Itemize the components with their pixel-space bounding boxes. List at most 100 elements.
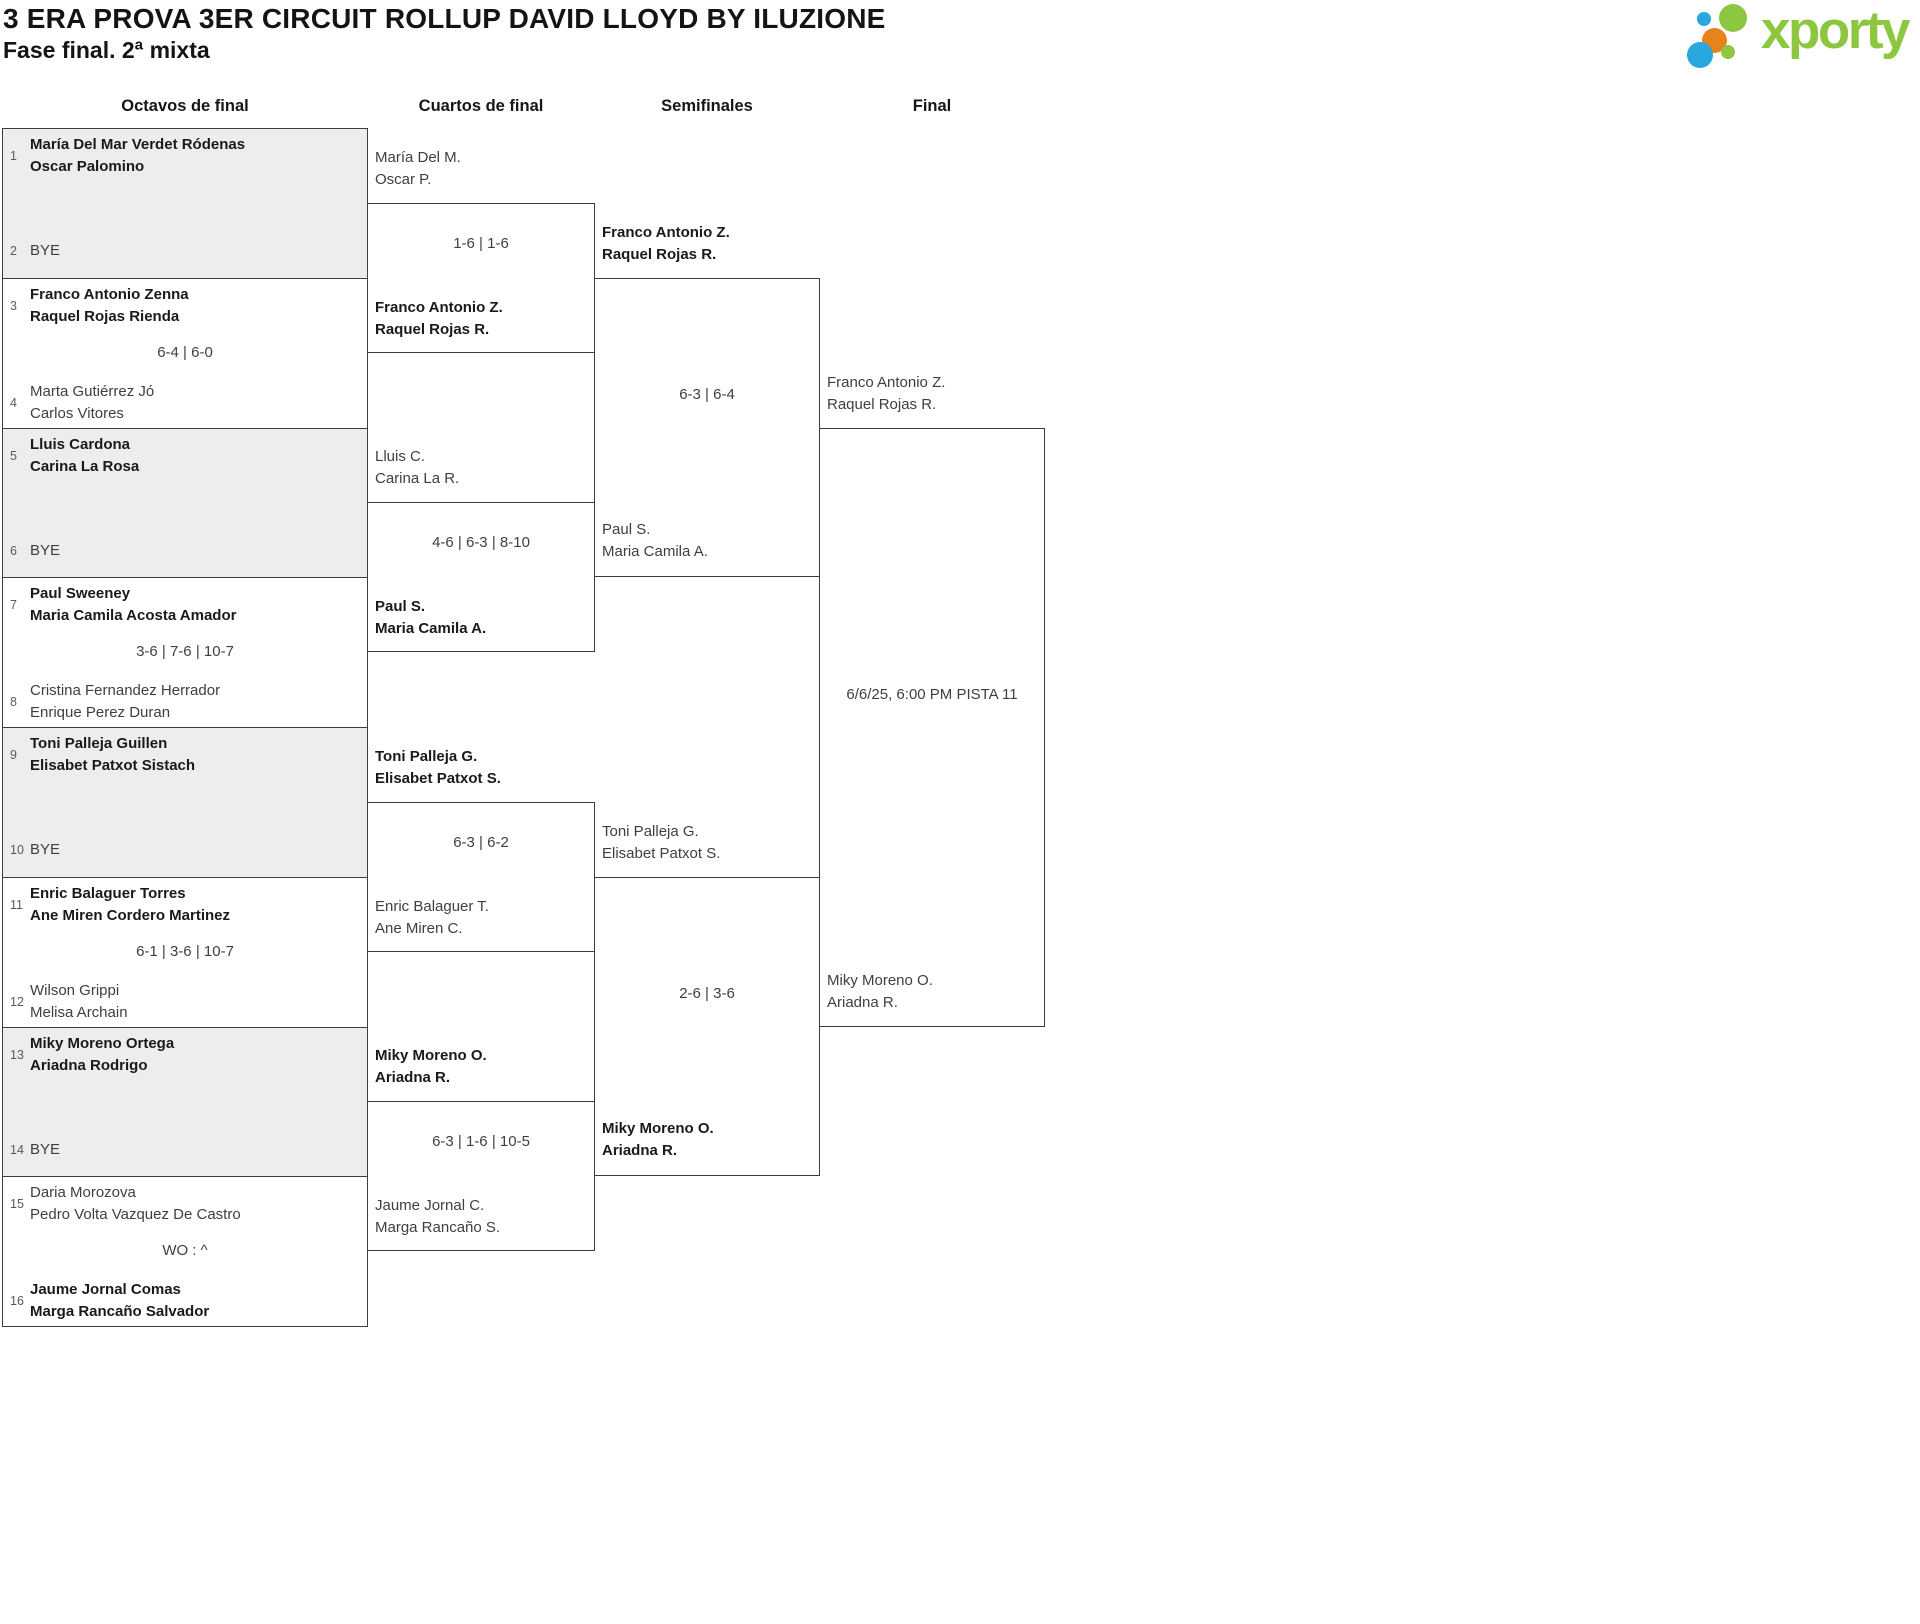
team-names: Franco Antonio Z.Raquel Rojas R. [827, 373, 946, 413]
team-names: María Del M.Oscar P. [375, 148, 461, 188]
bye-label: BYE [30, 1140, 61, 1158]
team-names: Miky Moreno O.Ariadna R. [602, 1119, 714, 1159]
cuartos-match-4: Miky Moreno O.Ariadna R. 6-3 | 1-6 | 10-… [367, 1041, 595, 1251]
octavos-match-box [3, 578, 367, 728]
page-subtitle: Fase final. 2ª mixta [3, 37, 210, 63]
octavos-match-box [3, 877, 367, 1028]
xporty-logo[interactable]: xporty [1687, 1, 1915, 72]
team-names: Paul S.Maria Camila A. [602, 520, 708, 560]
semifinal-match-2: Toni Palleja G.Elisabet Patxot S. 2-6 | … [594, 817, 820, 1185]
match-score: 4-6 | 6-3 | 8-10 [432, 534, 530, 552]
seed-number: 13 [10, 1047, 24, 1062]
team-names: Miky Moreno O.Ariadna R. [375, 1047, 487, 1087]
octavos-column [2, 128, 368, 1327]
seed-number: 3 [10, 298, 17, 313]
cuartos-match-1: María Del M.Oscar P. 1-6 | 1-6 Franco An… [367, 143, 595, 353]
seed-number: 16 [10, 1294, 24, 1309]
logo-dot-blue-small [1697, 12, 1711, 26]
team-entry: 6 BYE [10, 540, 60, 562]
round-header-octavos: Octavos de final [121, 97, 249, 115]
seed-number: 8 [10, 695, 17, 710]
seed-number: 9 [10, 748, 17, 762]
match-score: 6-4 | 6-0 [157, 343, 213, 361]
bye-label: BYE [30, 541, 61, 559]
semifinal-match-box [594, 876, 820, 1177]
seed-number: 1 [10, 149, 17, 163]
team-entry: 2 BYE [10, 240, 60, 262]
team-names: Lluis C.Carina La R. [375, 448, 460, 488]
match-score: 6-3 | 6-4 [679, 385, 735, 403]
logo-dot-green-large [1719, 4, 1747, 32]
cuartos-match-3: Toni Palleja G.Elisabet Patxot S. 6-3 | … [367, 742, 595, 952]
octavos-match-box [3, 1177, 367, 1326]
seed-number: 5 [10, 448, 17, 463]
team-names: Toni Palleja G.Elisabet Patxot S. [375, 747, 501, 787]
match-score: 6-3 | 6-2 [453, 833, 509, 851]
team-names: Miky Moreno O.Ariadna R. [827, 971, 933, 1011]
team-names: Enric Balaguer T.Ane Miren C. [375, 897, 489, 937]
octavos-match-box [3, 728, 367, 878]
cuartos-match-box [367, 1101, 595, 1252]
team-names: Paul S.Maria Camila A. [375, 598, 487, 638]
seed-number: 14 [10, 1142, 24, 1157]
match-score: 3-6 | 7-6 | 10-7 [136, 643, 234, 661]
octavos-match-box [3, 278, 367, 429]
page-title: 3 ERA PROVA 3ER CIRCUIT ROLLUP DAVID LLO… [3, 3, 886, 34]
octavos-match-box [3, 428, 367, 579]
match-score: WO : ^ [162, 1242, 208, 1260]
logo-dot-blue-large [1687, 42, 1713, 68]
team-entry: 14 BYE [10, 1139, 60, 1161]
team-names: Jaume Jornal C.Marga Rancaño S. [375, 1197, 501, 1237]
seed-number: 4 [10, 395, 17, 410]
seed-number: 6 [10, 543, 17, 558]
round-header-final: Final [912, 97, 952, 115]
match-score: 6-1 | 3-6 | 10-7 [136, 942, 234, 960]
final-match: Franco Antonio Z.Raquel Rojas R. 6/6/25,… [819, 368, 1045, 1038]
octavos-match-box [3, 129, 367, 279]
seed-number: 15 [10, 1197, 24, 1212]
cuartos-match-box [367, 502, 595, 653]
seed-number: 12 [10, 994, 24, 1009]
final-schedule: 6/6/25, 6:00 PM PISTA 11 [846, 685, 1018, 703]
seed-number: 10 [10, 843, 24, 857]
team-names: Franco Antonio Z.Raquel Rojas R. [602, 223, 730, 263]
team-entry: 10 BYE [10, 839, 60, 861]
team-names: Franco Antonio Z.Raquel Rojas R. [375, 298, 503, 338]
round-header-cuartos: Cuartos de final [418, 97, 544, 115]
semifinal-match-1: Franco Antonio Z.Raquel Rojas R. 6-3 | 6… [594, 218, 820, 586]
team-names: Toni Palleja G.Elisabet Patxot S. [602, 822, 721, 862]
octavos-match-box [3, 1027, 367, 1178]
logo-wordmark: xporty [1761, 1, 1910, 60]
bye-label: BYE [30, 242, 61, 259]
round-header-semifinales: Semifinales [661, 97, 753, 115]
match-score: 1-6 | 1-6 [453, 234, 509, 252]
